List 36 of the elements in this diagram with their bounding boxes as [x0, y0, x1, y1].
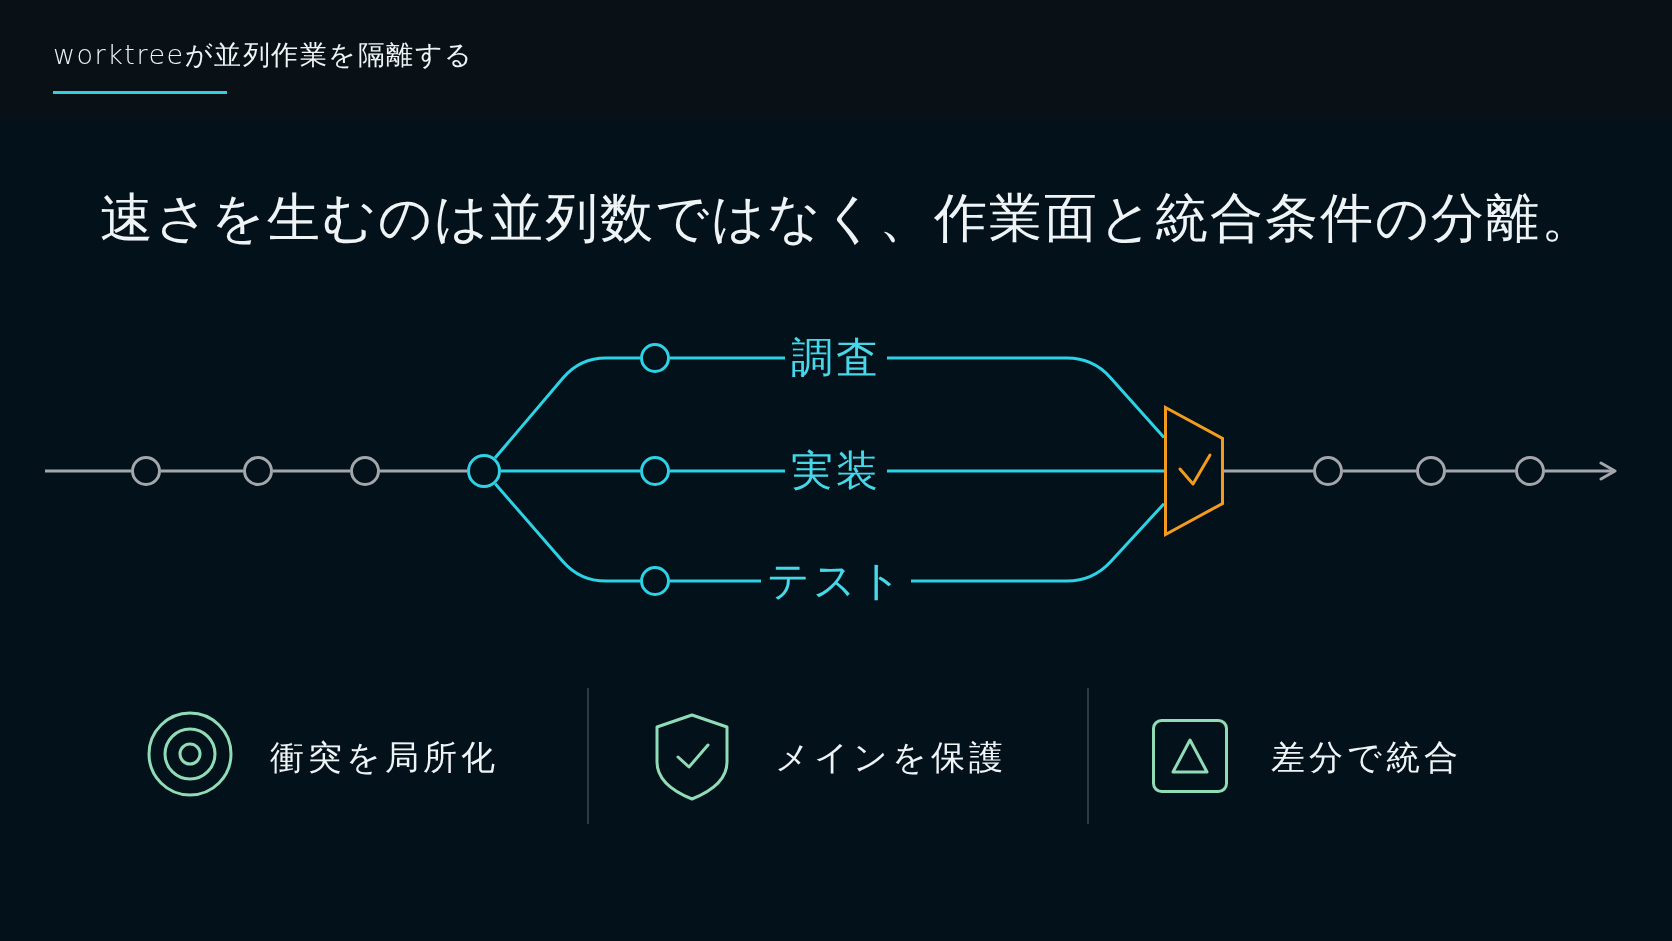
arrow — [1545, 461, 1617, 481]
connector-line — [670, 356, 785, 360]
feature-label: メインを保護 — [775, 736, 1007, 778]
branch-label: 実装 — [785, 446, 887, 496]
commit-circle — [350, 456, 380, 486]
connector-line — [911, 502, 1166, 583]
connector-line — [1343, 469, 1416, 473]
connector-line — [670, 469, 785, 473]
connector-line — [45, 469, 131, 473]
commit-circle — [1515, 456, 1545, 486]
connector-line — [887, 356, 1166, 439]
slide-title: worktreeが並列作業を隔離する — [53, 38, 474, 72]
merge-gate — [1164, 406, 1224, 536]
commit-circle — [640, 456, 670, 486]
connector-line — [501, 469, 640, 473]
feature-label: 衝突を局所化 — [270, 736, 499, 778]
feature-label: 差分で統合 — [1271, 736, 1462, 778]
commit-circle — [1416, 456, 1446, 486]
connector-line — [1446, 469, 1515, 473]
headline: 速さを生むのは並列数ではなく、作業面と統合条件の分離。 — [100, 186, 1596, 250]
connector-line — [887, 469, 1164, 473]
connector-line — [670, 579, 761, 583]
commit-circle — [131, 456, 161, 486]
commit-circle — [467, 454, 501, 488]
connector-line — [493, 356, 640, 459]
branch-label: テスト — [761, 556, 911, 606]
connector-line — [380, 469, 467, 473]
connector-line — [1224, 469, 1313, 473]
connector-line — [161, 469, 243, 473]
connector-line — [273, 469, 350, 473]
connector-line — [494, 482, 640, 583]
commit-circle — [640, 343, 670, 373]
commit-circle — [1313, 456, 1343, 486]
commit-circle — [640, 566, 670, 596]
commit-circle — [243, 456, 273, 486]
branch-label: 調査 — [785, 333, 887, 383]
